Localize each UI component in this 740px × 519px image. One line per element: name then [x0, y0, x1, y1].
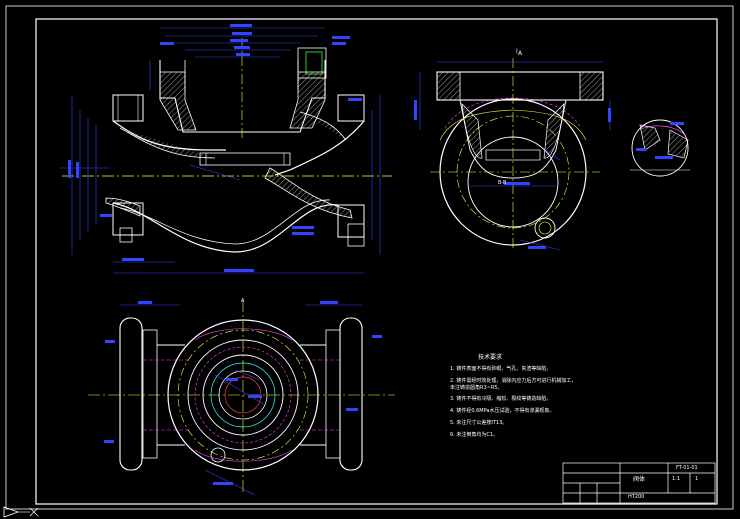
section-label: B-B: [498, 180, 507, 186]
note-item: 6. 未注倒角均为C1。: [450, 432, 499, 438]
ucs-icon: [3, 506, 39, 518]
detail-mark: I: [516, 48, 518, 55]
note-item: 3. 铸件不得有冷隔、缩松、裂纹等铸造缺陷。: [450, 396, 552, 402]
note-item: 4. 铸件经0.6MPa水压试验，不得有渗漏现象。: [450, 408, 555, 414]
material: HT200: [628, 494, 645, 500]
section-mark-bottom: A: [241, 298, 245, 304]
title-block: [562, 462, 716, 504]
note-item: 2. 铸件需经时效处理，消除内应力后方可进行机械加工，: [450, 378, 577, 384]
front-section-view: [60, 24, 392, 274]
inner-frame: [35, 18, 718, 505]
section-mark-top: A: [518, 50, 523, 57]
note-item: 未注铸造圆角R3~R5。: [450, 385, 503, 391]
notes-title: 技术要求: [478, 354, 503, 361]
drawing-number: FT-01-01: [676, 465, 698, 471]
scale: 1:1: [672, 476, 681, 482]
note-item: 5. 未注尺寸公差按IT13。: [450, 420, 508, 426]
side-view: A: [414, 50, 611, 251]
part-name: 阀体: [633, 476, 646, 483]
outer-frame: [5, 5, 734, 510]
sheet-number: 1: [695, 476, 699, 482]
detail-view: [630, 119, 690, 177]
top-view: A: [88, 298, 395, 496]
note-item: 1. 铸件表面不得有砂眼、气孔、夹渣等缺陷。: [450, 366, 552, 372]
